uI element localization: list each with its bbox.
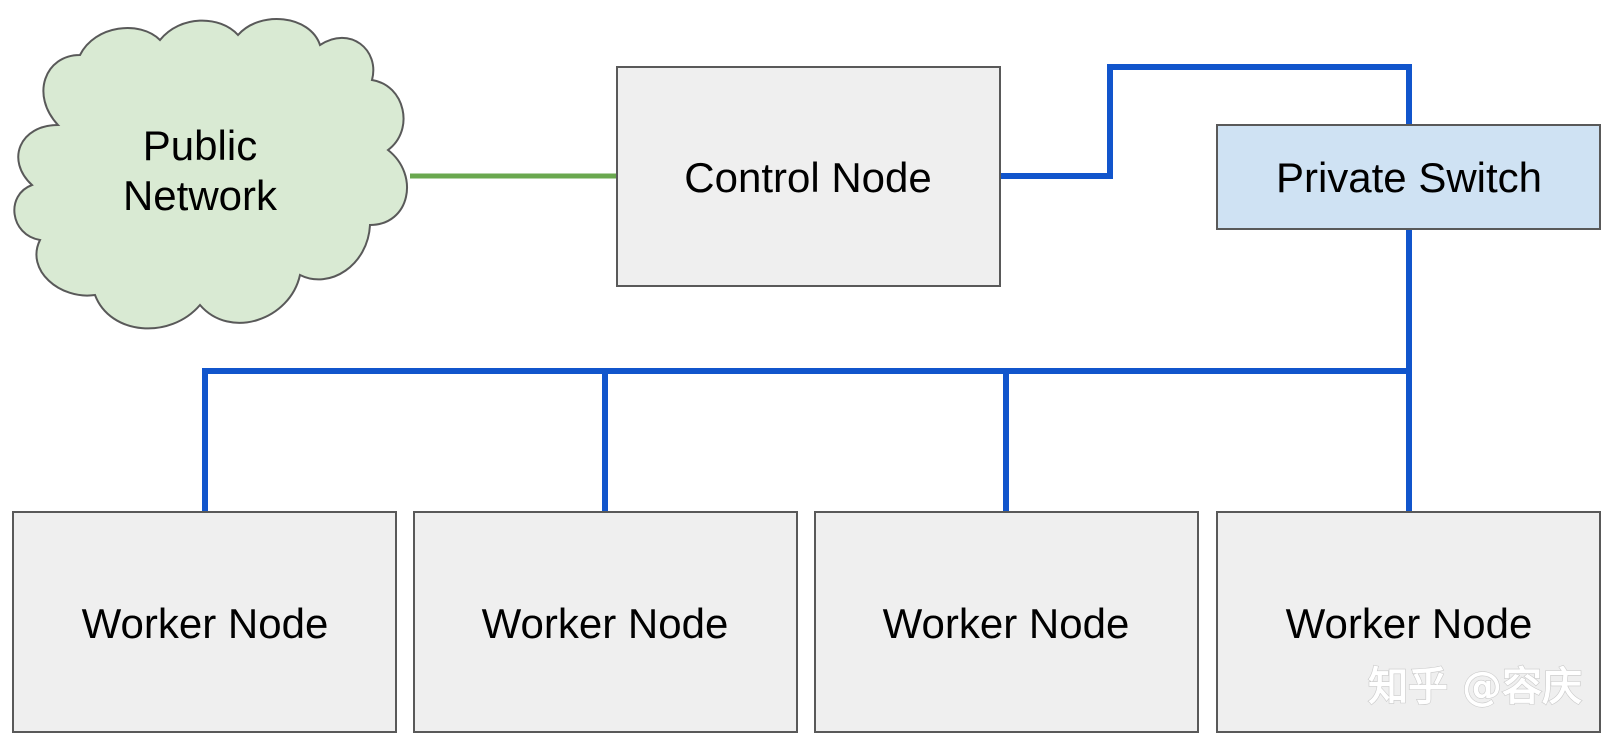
control-node-label: Control Node (684, 154, 931, 201)
worker-node-2: Worker Node (413, 511, 798, 733)
control-node: Control Node (616, 66, 1001, 287)
control-to-switch-link (1000, 64, 1412, 179)
private-switch-label: Private Switch (1276, 154, 1542, 201)
public-network-label-line1: Public (143, 122, 257, 169)
worker-node-4: Worker Node (1216, 511, 1601, 733)
worker-node-box (814, 511, 1199, 733)
worker-node-label: Worker Node (883, 600, 1130, 647)
public-network-label-line2: Network (123, 172, 278, 219)
worker-node-box (12, 511, 397, 733)
connections (202, 64, 1412, 512)
private-switch: Private Switch (1216, 124, 1601, 230)
worker-node-box (413, 511, 798, 733)
worker-node-3: Worker Node (814, 511, 1199, 733)
watermark: 知乎 @容庆 (1368, 664, 1582, 710)
worker-node-label: Worker Node (482, 600, 729, 647)
worker-node-label: Worker Node (1286, 600, 1533, 647)
public-network-cloud: Public Network (13, 18, 408, 330)
control-node-box (616, 66, 1001, 287)
cloud-shape (13, 18, 408, 330)
private-switch-box (1216, 124, 1601, 230)
worker-node-box (1216, 511, 1601, 733)
worker-node-1: Worker Node (12, 511, 397, 733)
worker-node-label: Worker Node (82, 600, 329, 647)
